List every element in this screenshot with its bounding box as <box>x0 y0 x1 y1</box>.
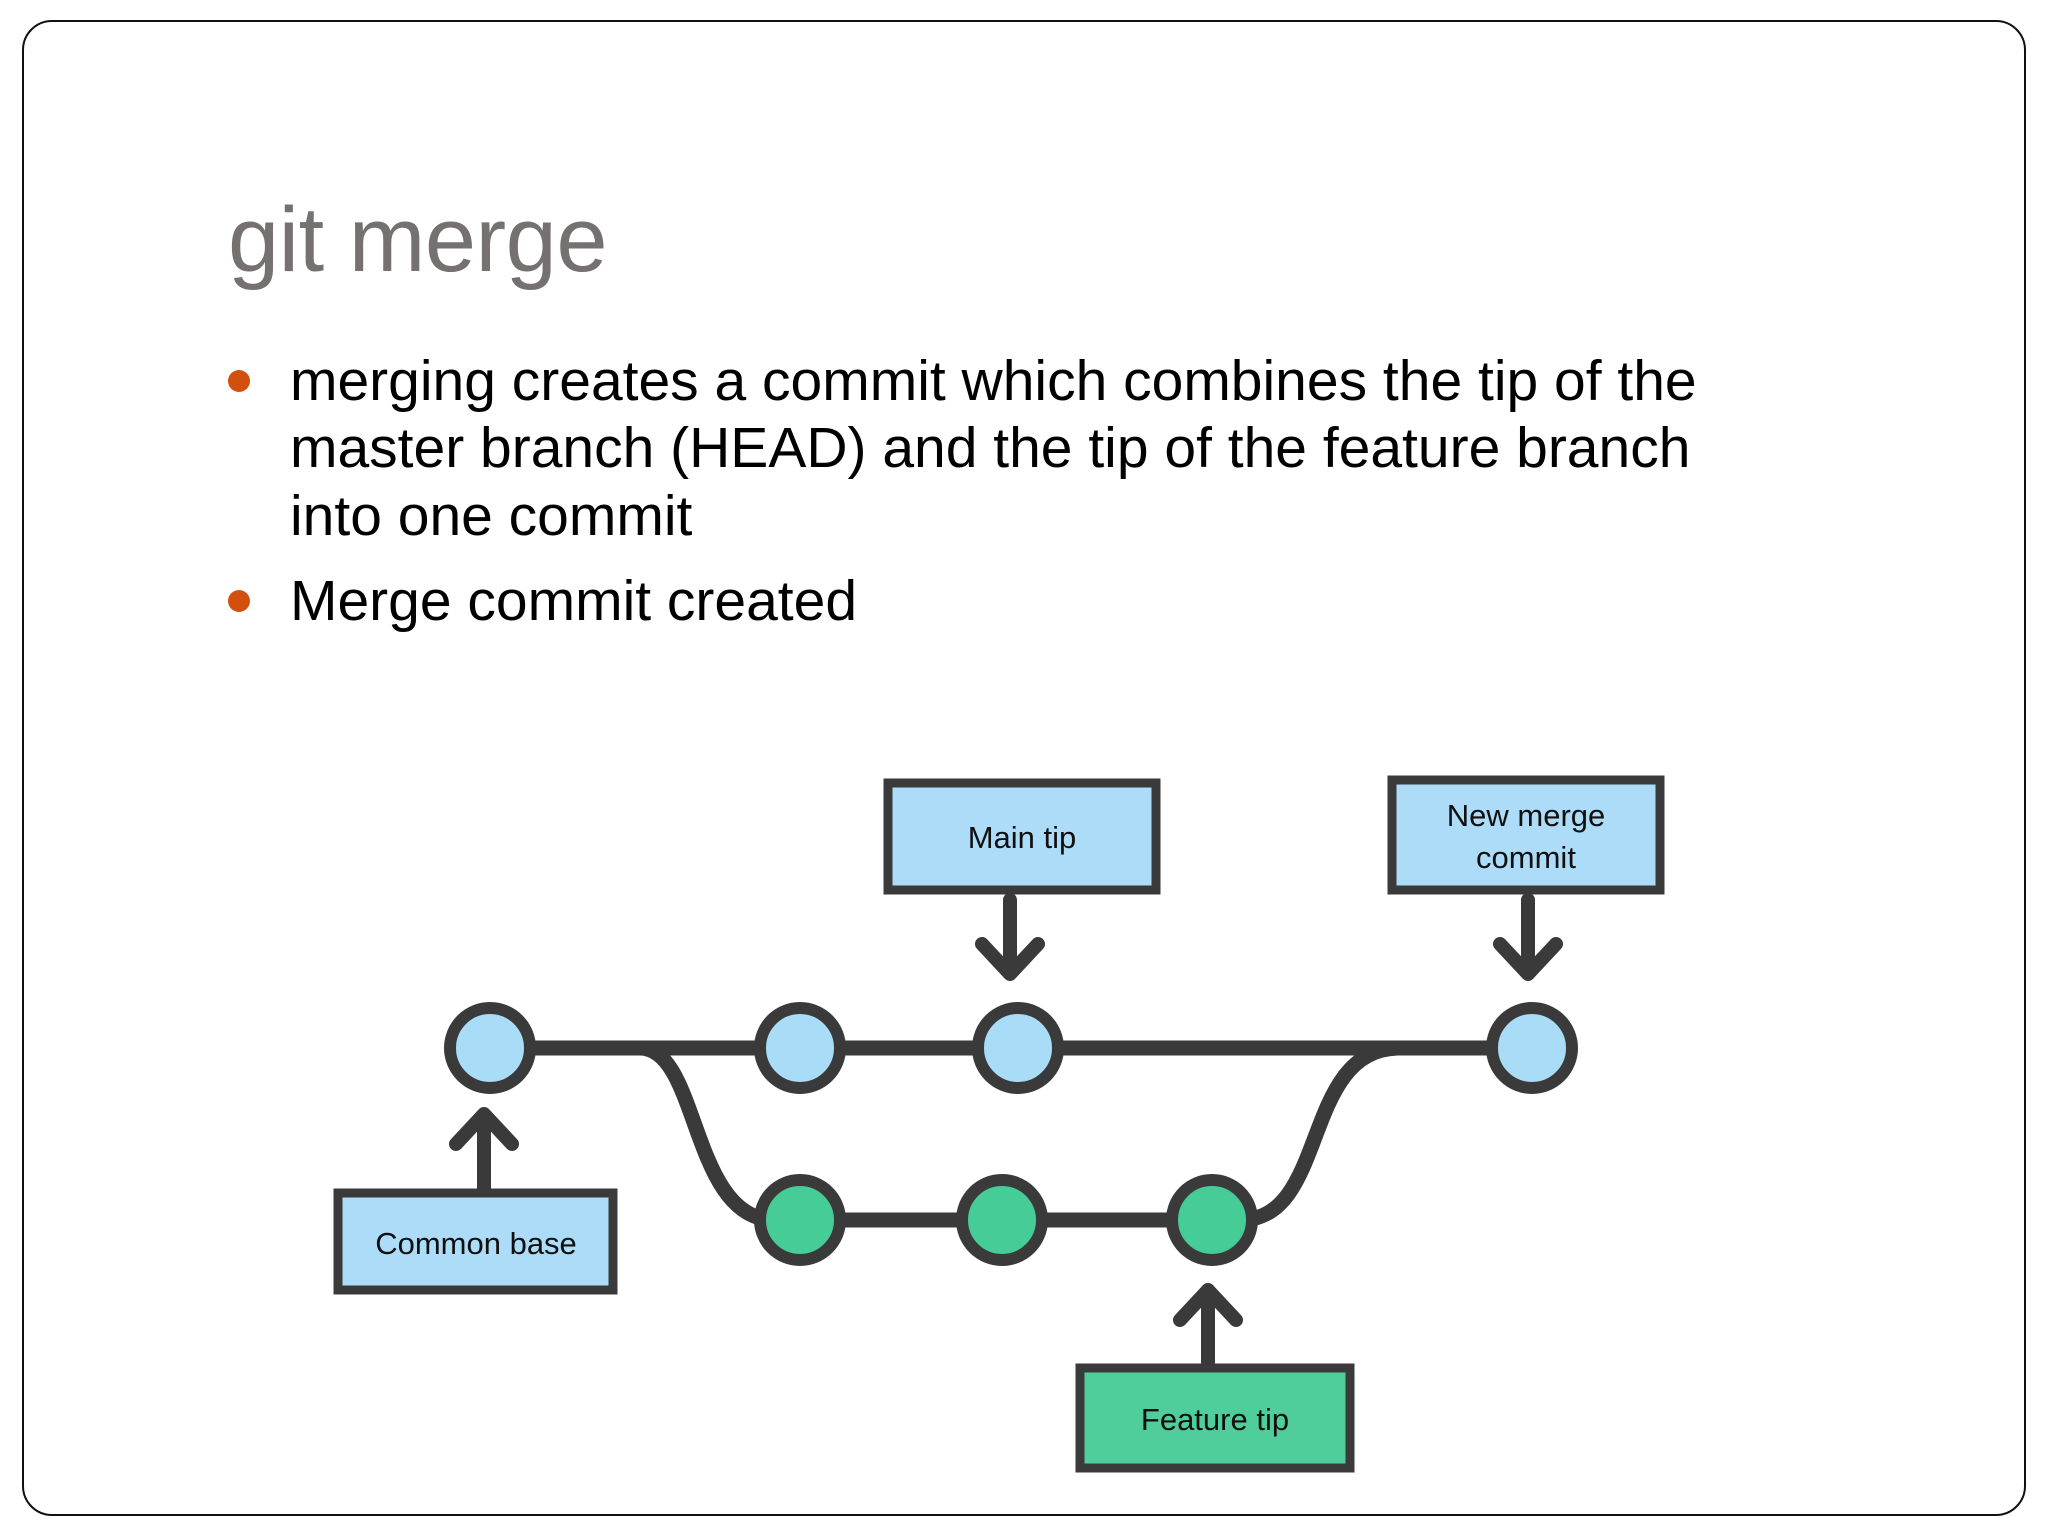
diagram-arrows <box>449 893 1563 1373</box>
commit-node-main-3 <box>972 1002 1064 1094</box>
label-box-new-merge-commit-line1: New merge <box>1447 798 1606 833</box>
label-box-common-base-rect <box>333 1188 618 1295</box>
feature-branch-commits <box>754 1174 1258 1266</box>
edge-merge-in <box>1232 1040 1408 1228</box>
list-item: merging creates a commit which combines … <box>228 348 1928 550</box>
commit-node-main-1 <box>444 1002 536 1094</box>
bullet-text: Merge commit created <box>290 568 858 633</box>
commit-node-main-2 <box>754 1002 846 1094</box>
label-box-main-tip-text: Main tip <box>968 820 1077 855</box>
arrow-down-new-merge-commit <box>1493 893 1563 981</box>
label-box-new-merge-commit-rect <box>1387 775 1665 895</box>
commit-node-feature-1 <box>754 1174 846 1266</box>
label-box-common-base-text: Common base <box>375 1226 577 1261</box>
label-box-new-merge-commit: New merge commit <box>1387 775 1665 895</box>
commit-node-merge <box>1486 1002 1578 1094</box>
bullet-marker-icon <box>228 589 250 612</box>
label-box-new-merge-commit-line2: commit <box>1476 840 1576 875</box>
arrow-down-main-tip <box>975 893 1045 981</box>
commit-node-feature-3 <box>1166 1174 1258 1266</box>
page-title: git merge <box>228 188 608 291</box>
arrow-up-feature-tip <box>1173 1283 1243 1373</box>
list-item: Merge commit created <box>228 568 1928 635</box>
main-branch-commits <box>444 1002 1578 1094</box>
bullet-marker-icon <box>228 370 250 392</box>
label-box-common-base: Common base <box>333 1188 618 1295</box>
label-box-main-tip-rect <box>883 778 1161 895</box>
label-box-feature-tip-text: Feature tip <box>1141 1402 1289 1437</box>
bullet-list: merging creates a commit which combines … <box>228 348 1928 653</box>
arrow-up-common-base <box>449 1107 519 1197</box>
label-box-feature-tip: Feature tip <box>1075 1363 1355 1473</box>
label-box-feature-tip-rect <box>1075 1363 1355 1473</box>
bullet-text: merging creates a commit which combines … <box>290 349 1697 548</box>
edge-branch-off <box>632 1040 783 1228</box>
label-box-main-tip: Main tip <box>883 778 1161 895</box>
commit-node-feature-2 <box>956 1174 1048 1266</box>
